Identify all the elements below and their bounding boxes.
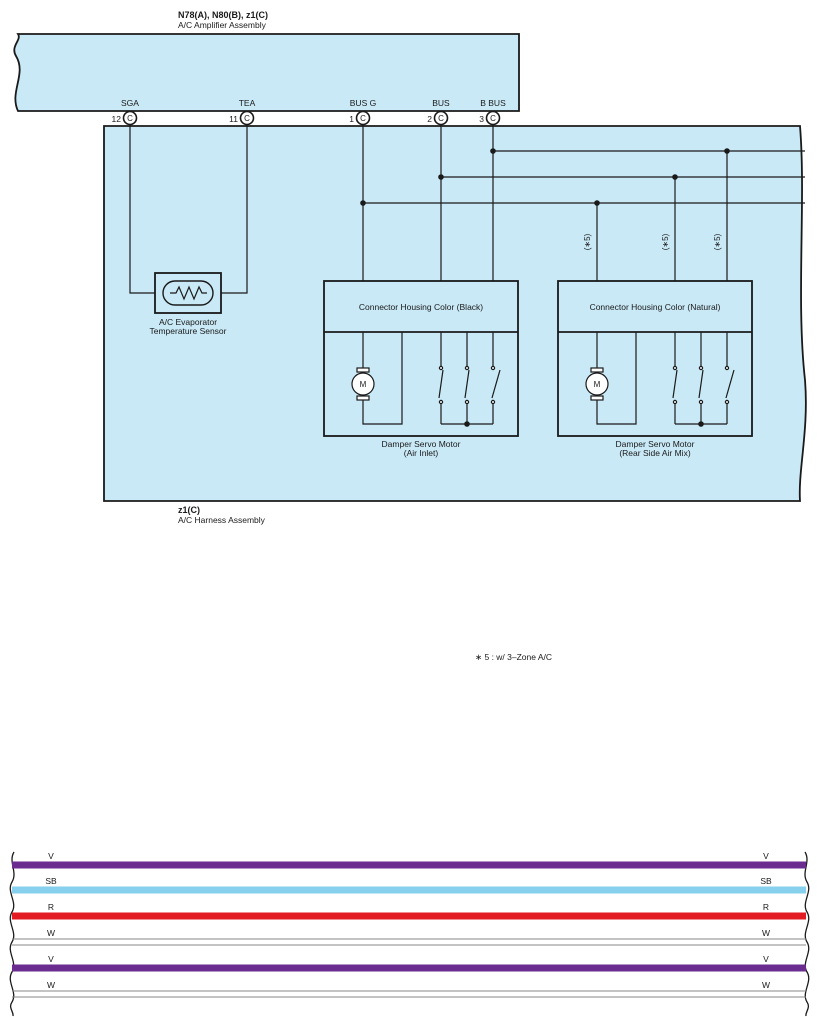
wire-label-right-1: V [763, 851, 769, 861]
wire-label-left-6: W [47, 980, 55, 990]
svg-text:C: C [127, 114, 133, 123]
svg-text:C: C [438, 114, 444, 123]
motor-icon [585, 332, 637, 425]
wire-swatch-w-2 [12, 990, 806, 998]
motor-icon [351, 332, 403, 425]
pin-name-bus-g: BUS G [350, 98, 376, 108]
servo-motor-air-inlet [323, 280, 519, 437]
motor-symbol-2: M [594, 380, 601, 389]
note-marker-2: (∗5) [661, 233, 670, 250]
pin-number-1: 1 [349, 114, 354, 124]
sensor-label-line1: A/C Evaporator [159, 317, 217, 327]
motor-rear-mix-label-line2: (Rear Side Air Mix) [619, 448, 690, 458]
connector-pin-2: C [433, 110, 449, 126]
wire-label-left-4: W [47, 928, 55, 938]
motor-rear-mix-label-line1: Damper Servo Motor [616, 439, 695, 449]
housing-label-natural: Connector Housing Color (Natural) [590, 302, 721, 312]
legend-left-bracket [9, 851, 15, 1017]
legend-right-bracket [804, 851, 810, 1017]
svg-text:C: C [490, 114, 496, 123]
note-marker-3: (∗5) [713, 233, 722, 250]
harness-box [103, 125, 807, 502]
pin-number-12: 12 [112, 114, 122, 124]
motor-air-inlet-label-line1: Damper Servo Motor [382, 439, 461, 449]
switch-junction-dot [698, 421, 704, 427]
wire-label-right-4: W [762, 928, 770, 938]
harness-code: z1(C) [178, 505, 200, 515]
wire-label-left-2: SB [45, 876, 57, 886]
svg-text:C: C [244, 114, 250, 123]
amplifier-name: A/C Amplifier Assembly [178, 20, 267, 30]
pin-number-11: 11 [229, 114, 238, 124]
connector-pin-11: C [239, 110, 255, 126]
thermistor-icon [154, 272, 222, 314]
sensor-label-line2: Temperature Sensor [149, 326, 226, 336]
amplifier-box [13, 33, 520, 112]
housing-label-black: Connector Housing Color (Black) [359, 302, 483, 312]
wire-label-right-6: W [762, 980, 770, 990]
wire-legend: V V SB SB R R W W V V W W [9, 851, 810, 1017]
connector-pin-3: C [485, 110, 501, 126]
pin-name-tea: TEA [239, 98, 256, 108]
junction-dots [360, 148, 730, 206]
wire-label-left-3: R [48, 902, 54, 912]
wire-swatch-w-1 [12, 938, 806, 946]
pin-number-3: 3 [479, 114, 484, 124]
servo-motor-rear-mix [557, 280, 753, 437]
pin-number-2: 2 [427, 114, 432, 124]
wire-label-right-2: SB [760, 876, 772, 886]
motor-symbol-1: M [360, 380, 367, 389]
connector-pin-12: C [122, 110, 138, 126]
harness-name: A/C Harness Assembly [178, 515, 266, 525]
wire-label-left-5: V [48, 954, 54, 964]
footnote: ∗ 5 : w/ 3–Zone A/C [475, 652, 552, 662]
svg-text:C: C [360, 114, 366, 123]
amplifier-codes: N78(A), N80(B), z1(C) [178, 10, 268, 20]
switch-junction-dot [464, 421, 470, 427]
pin-name-sga: SGA [121, 98, 139, 108]
pin-name-b-bus: B BUS [480, 98, 506, 108]
wire-label-left-1: V [48, 851, 54, 861]
wire-label-right-5: V [763, 954, 769, 964]
pin-name-bus: BUS [432, 98, 450, 108]
note-marker-1: (∗5) [583, 233, 592, 250]
motor-air-inlet-label-line2: (Air Inlet) [404, 448, 439, 458]
wire-label-right-3: R [763, 902, 769, 912]
connector-pin-1: C [355, 110, 371, 126]
